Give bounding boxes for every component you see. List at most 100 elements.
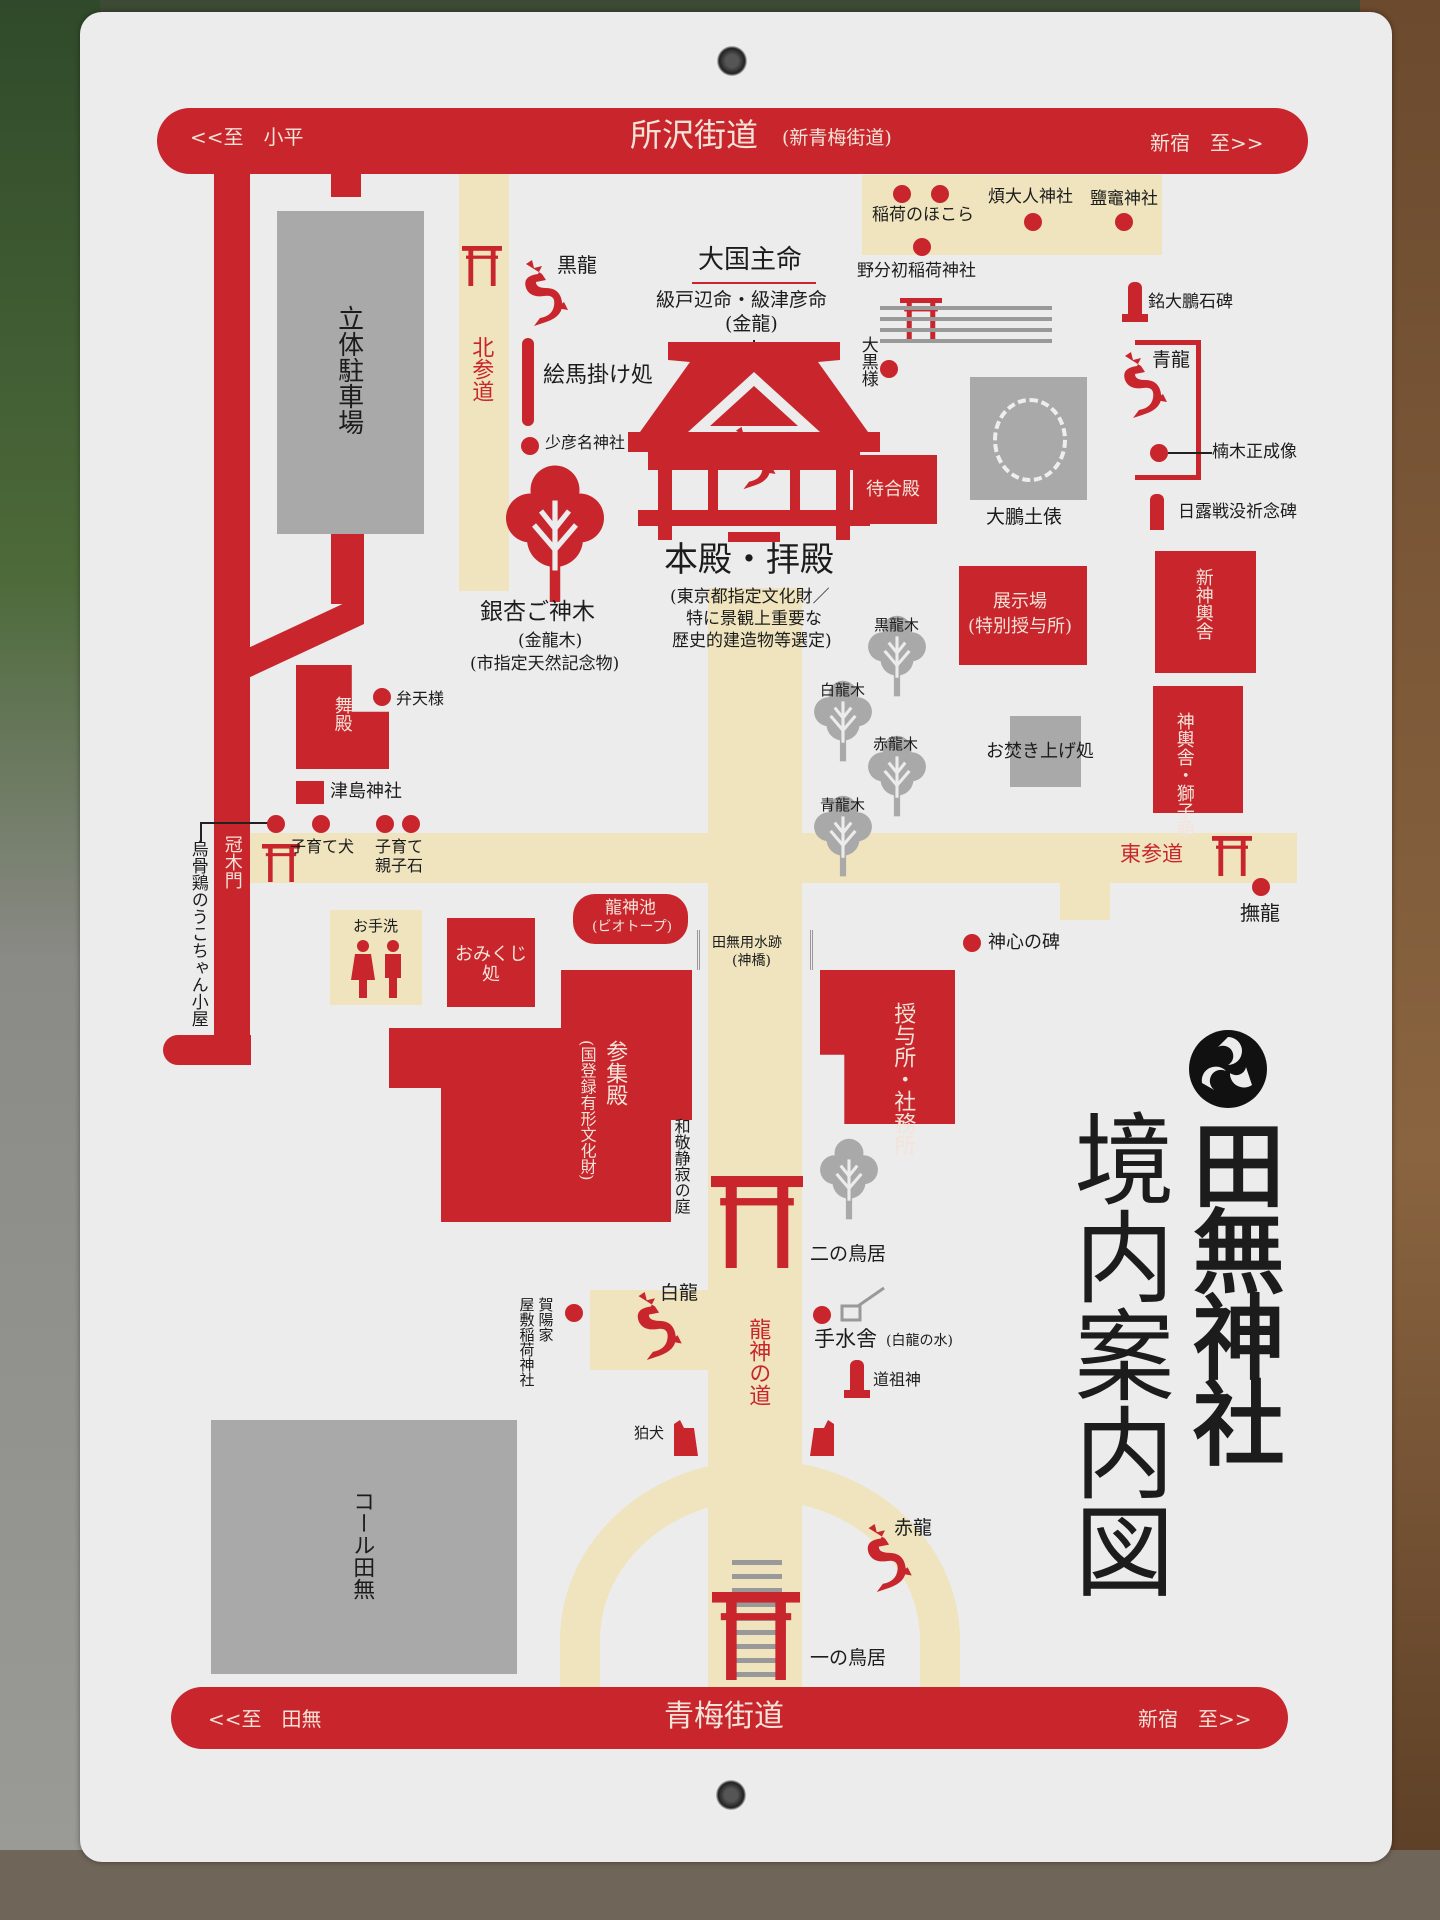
deity2-label: 級戸辺命・級津彦命 (656, 289, 828, 311)
bonjin-marker (1024, 213, 1042, 231)
assembly-note: (国登録有形文化財) (577, 1040, 597, 1181)
ginkgo-sub: (金龍木) (518, 631, 583, 651)
kosodate-stone-label-1: 子育て (375, 837, 424, 856)
maiden-label: 舞殿 (331, 696, 353, 732)
road-bottom-left-label: <<至 田無 (208, 1707, 322, 1731)
kosodate-dog-label: 子育て犬 (290, 837, 355, 856)
komainu-label: 狛犬 (634, 1424, 665, 1442)
benten-label: 弁天様 (396, 689, 445, 708)
new-mikoshi-hall (1155, 551, 1256, 673)
road-bottom-right-label: 新宿 至>> (1138, 1707, 1252, 1731)
dragon-path-label: 龍神の道 (745, 1318, 771, 1406)
exhibit-sub: (特別授与所) (968, 616, 1073, 637)
nichiro-marker (1150, 494, 1164, 530)
shinshin-label: 神心の碑 (988, 932, 1060, 953)
road-top-left-label: <<至 小平 (190, 125, 304, 149)
seiryu-label: 青龍 (1152, 349, 1191, 371)
tsushima-label: 津島神社 (330, 781, 402, 802)
komainu-icon (674, 1420, 698, 1456)
kaya-label-1: 賀陽家 (536, 1297, 555, 1342)
cole-tanashi-label: コール田無 (349, 1490, 375, 1600)
seiryu-frame (1135, 340, 1201, 480)
komainu-icon (810, 1420, 834, 1456)
second-torii-icon (711, 1176, 803, 1268)
mikoshi-shishi-hall (1153, 686, 1243, 813)
road-ome (171, 1687, 1288, 1749)
assembly-label: 参集殿 (602, 1040, 628, 1106)
leader-line (200, 822, 202, 842)
sekiryu-label: 赤龍 (894, 1517, 933, 1539)
toilet-label: お手洗 (353, 917, 399, 935)
stairs (880, 306, 1052, 348)
exhibit-hall (959, 566, 1087, 665)
ema-label: 絵馬掛け処 (543, 363, 654, 388)
daikoku-marker (880, 360, 898, 378)
east-torii-icon (1212, 836, 1252, 876)
burning-label: お焚き上げ処 (986, 741, 1094, 762)
ukokkei-label: 烏骨鶏のうこちゃん小屋 (187, 840, 208, 1027)
mitsudomoe-crest-icon (1189, 1030, 1267, 1108)
kabuki-gate-label: 冠木門 (221, 835, 243, 889)
screw-icon (717, 46, 747, 76)
stone-marker (1128, 282, 1142, 318)
first-torii-icon (712, 1592, 800, 1680)
east-path-link (1060, 860, 1110, 920)
omikuji-place (447, 918, 535, 1007)
road-bottom-name: 青梅街道 (664, 1699, 784, 1734)
shinshin-marker (963, 934, 981, 952)
nowake-marker (913, 238, 931, 256)
dragon-pond (573, 894, 688, 944)
inari-area (862, 175, 1162, 255)
screw-icon (716, 1780, 746, 1810)
kokuryu-label: 黒龍 (557, 253, 597, 277)
main-hall-label: 本殿・拝殿 (664, 540, 834, 580)
pond-sub: (ビオトープ) (592, 919, 673, 935)
nichiro-label: 日露戦没祈念碑 (1178, 502, 1297, 522)
map-title: 境内案内図 (1057, 1108, 1174, 1598)
main-hall-note-3: 歴史的建造物等選定) (672, 631, 832, 651)
assembly-hall (389, 970, 692, 1222)
benten-marker (373, 688, 391, 706)
kusunoki-label: 楠木正成像 (1212, 442, 1297, 462)
mikoshi-shishi-label: 神輿舎・獅子頭 (1173, 712, 1195, 838)
naderyu-label: 撫龍 (1240, 901, 1280, 925)
kinryu-label: (金龍) (725, 313, 778, 335)
sukuna-marker (521, 437, 539, 455)
kosodate-marker (376, 815, 394, 833)
waiting-hall (853, 455, 937, 524)
pond-label: 龍神池 (605, 898, 656, 918)
daikoku-label: 大黒様 (857, 336, 878, 387)
tree-red-label: 赤龍木 (873, 735, 919, 753)
leader-line (1168, 452, 1212, 454)
temizuya-marker (813, 1306, 831, 1324)
ema-rack (522, 338, 534, 426)
north-path-label: 北参道 (468, 336, 494, 402)
shiogama-marker (1115, 213, 1133, 231)
exhibit-label: 展示場 (993, 591, 1047, 612)
road-top-name: 所沢街道 (630, 116, 759, 154)
road-tokorozawa (157, 108, 1308, 174)
road-top-right-label: 新宿 至>> (1150, 131, 1264, 155)
parking-label: 立体駐車場 (333, 305, 364, 435)
deity-underline (692, 282, 816, 284)
sumo-ring-label: 大鵬土俵 (986, 506, 1063, 528)
kaya-label-2: 屋敷稲荷神社 (517, 1297, 536, 1387)
waiting-hall-label: 待合殿 (866, 479, 920, 500)
tree-blue-label: 青龍木 (820, 796, 866, 814)
tree-white-label: 白龍木 (820, 681, 866, 699)
kusunoki-marker (1150, 444, 1168, 462)
dosojin-marker-base (844, 1390, 870, 1398)
bridge-icon (697, 930, 813, 970)
sumo-circle (993, 398, 1067, 482)
first-torii-label: 一の鳥居 (810, 1647, 887, 1669)
parking-building (277, 211, 424, 534)
stone-marker-base (1122, 314, 1148, 322)
east-path-label: 東参道 (1120, 842, 1183, 866)
temizuya-sub: (白龍の水) (886, 1333, 953, 1349)
tree-icon (818, 1137, 880, 1221)
omikuji-label: おみくじ処 (455, 944, 527, 985)
kosodate-stone-label-2: 親子石 (375, 856, 424, 875)
inari-marker (893, 185, 911, 203)
shiogama-label: 鹽竈神社 (1090, 189, 1158, 209)
taiho-stone-label: 銘大鵬石碑 (1148, 292, 1233, 312)
